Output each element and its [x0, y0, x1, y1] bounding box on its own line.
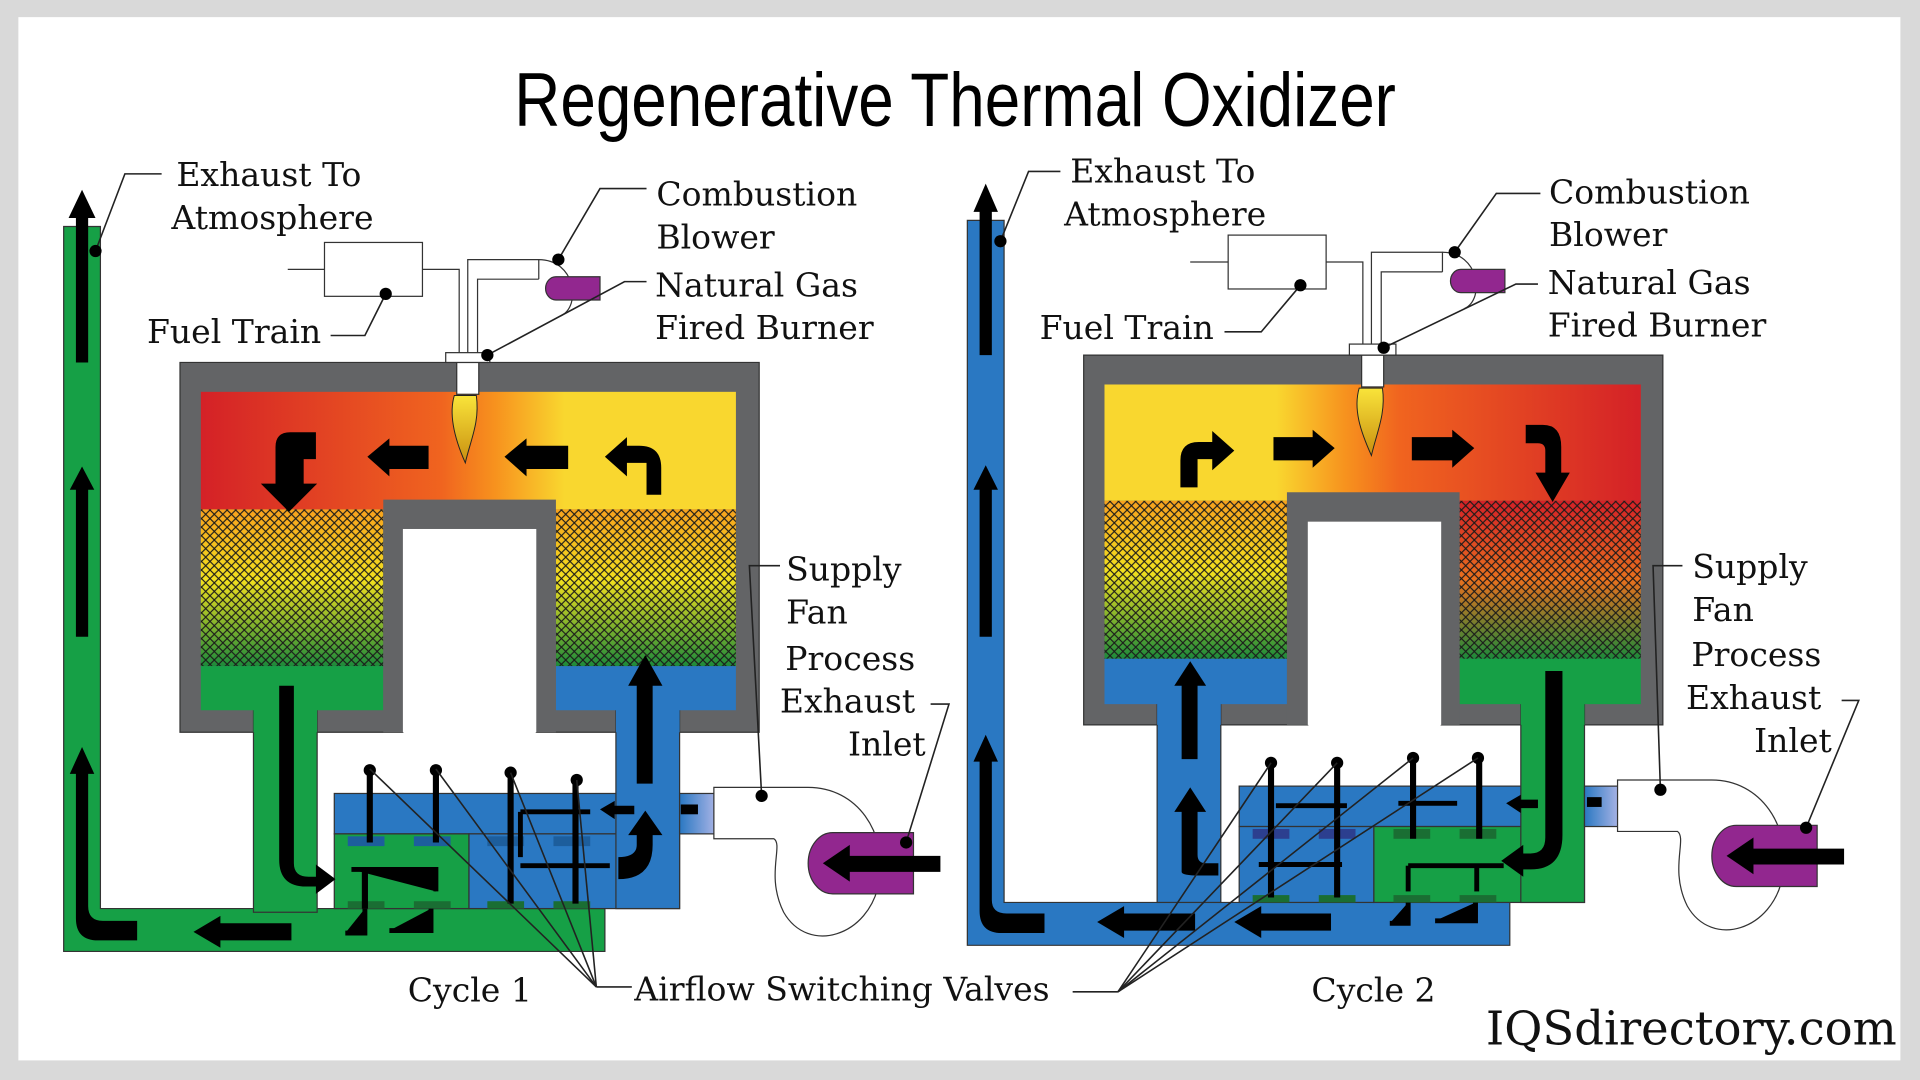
diagram-title: Regenerative Thermal Oxidizer	[514, 58, 1396, 143]
inlet-arrow	[1726, 837, 1845, 875]
flow-arrows-chamber	[260, 432, 662, 512]
brand-watermark: IQSdirectory.com	[1486, 1001, 1897, 1055]
center-wall	[383, 499, 556, 733]
inlet-arrow	[822, 844, 941, 882]
center-wall	[1286, 492, 1460, 725]
label-fuel-train-1: Fuel Train	[147, 312, 321, 351]
cycle-label-1: Cycle 1	[408, 971, 532, 1010]
flame-icon	[1356, 387, 1384, 458]
label-airflow-valves: Airflow Switching Valves	[633, 969, 1049, 1008]
bed-mesh	[555, 509, 736, 667]
flame-icon	[451, 395, 478, 465]
valve-stems	[345, 768, 610, 936]
burner-icon	[545, 276, 601, 301]
leader-lines	[94, 173, 951, 988]
flow-arrows-ducts	[68, 189, 698, 948]
bed-mesh	[1104, 500, 1287, 659]
bed-mesh	[1459, 500, 1641, 659]
bed-mesh	[200, 509, 384, 667]
label-fuel-train-2: Fuel Train	[1040, 308, 1214, 347]
label-supply-fan-1: Supply Fan	[786, 549, 912, 631]
fuel-piping	[1190, 234, 1477, 345]
cycle-2: Exhaust To Atmosphere Combustion Blower …	[966, 151, 1860, 1010]
label-exhaust-2: Exhaust To Atmosphere	[1063, 151, 1266, 233]
label-burner-2: Natural Gas Fired Burner	[1548, 263, 1767, 345]
label-process-inlet-1: Process Exhaust Inlet	[780, 639, 927, 764]
leader-lines	[999, 170, 1860, 993]
burner-nozzle	[456, 361, 480, 395]
label-supply-fan-2: Supply Fan	[1692, 547, 1818, 629]
supply-fan	[713, 786, 882, 937]
fuel-piping	[287, 241, 574, 353]
label-burner-1: Natural Gas Fired Burner	[655, 265, 874, 347]
label-combustion-blower-1: Combustion Blower	[656, 175, 867, 257]
burner-flange	[1348, 343, 1397, 356]
supply-fan	[1616, 779, 1785, 931]
center-void	[1307, 521, 1442, 725]
burner-icon	[1449, 268, 1506, 294]
label-process-inlet-2: Process Exhaust Inlet	[1686, 635, 1833, 760]
valve-stems	[1258, 759, 1504, 926]
label-exhaust-1: Exhaust To Atmosphere	[170, 155, 373, 237]
label-combustion-blower-2: Combustion Blower	[1549, 172, 1760, 254]
leader-dots	[994, 235, 1813, 834]
center-void	[402, 528, 537, 733]
flow-arrows-chamber	[1180, 424, 1570, 503]
leader-dots	[89, 244, 913, 849]
cycle-label-2: Cycle 2	[1311, 971, 1435, 1010]
cycle-1: Exhaust To Atmosphere Combustion Blower …	[63, 155, 951, 1010]
burner-nozzle	[1361, 354, 1385, 388]
